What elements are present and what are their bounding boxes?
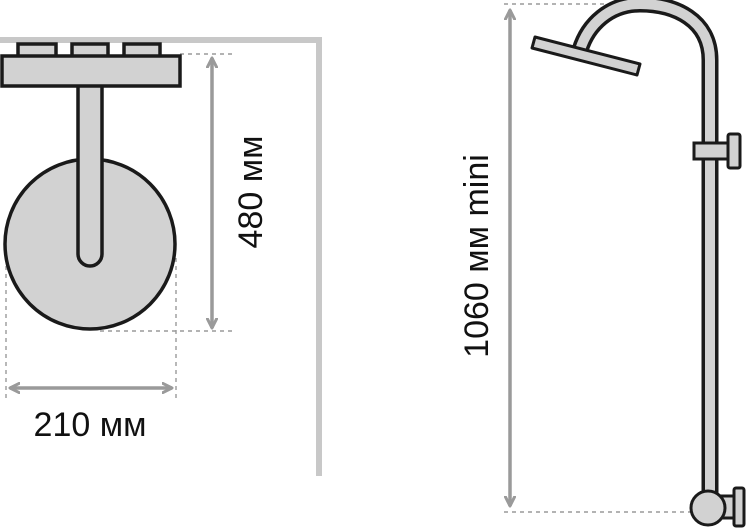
- riser-height-dimension-label: 1060 мм mini: [458, 154, 496, 358]
- rain-shower-head: [530, 35, 642, 77]
- bottom-connector: [689, 486, 746, 528]
- side-guide-lines: [504, 3, 700, 513]
- wall-outline: [0, 37, 322, 476]
- guide-lines: [5, 53, 236, 398]
- wall-bracket: [692, 132, 742, 170]
- wall-mount: [0, 42, 182, 88]
- width-dimension-label: 210 мм: [34, 406, 147, 444]
- riser-pipe: [575, 0, 715, 500]
- side-view: 1060 мм mini: [458, 0, 746, 528]
- shower-arm: [76, 60, 104, 268]
- height-dimension-label: 480 мм: [232, 136, 270, 249]
- riser-pipe-outline: [571, 0, 719, 500]
- top-view: 480 мм 210 мм: [0, 37, 322, 476]
